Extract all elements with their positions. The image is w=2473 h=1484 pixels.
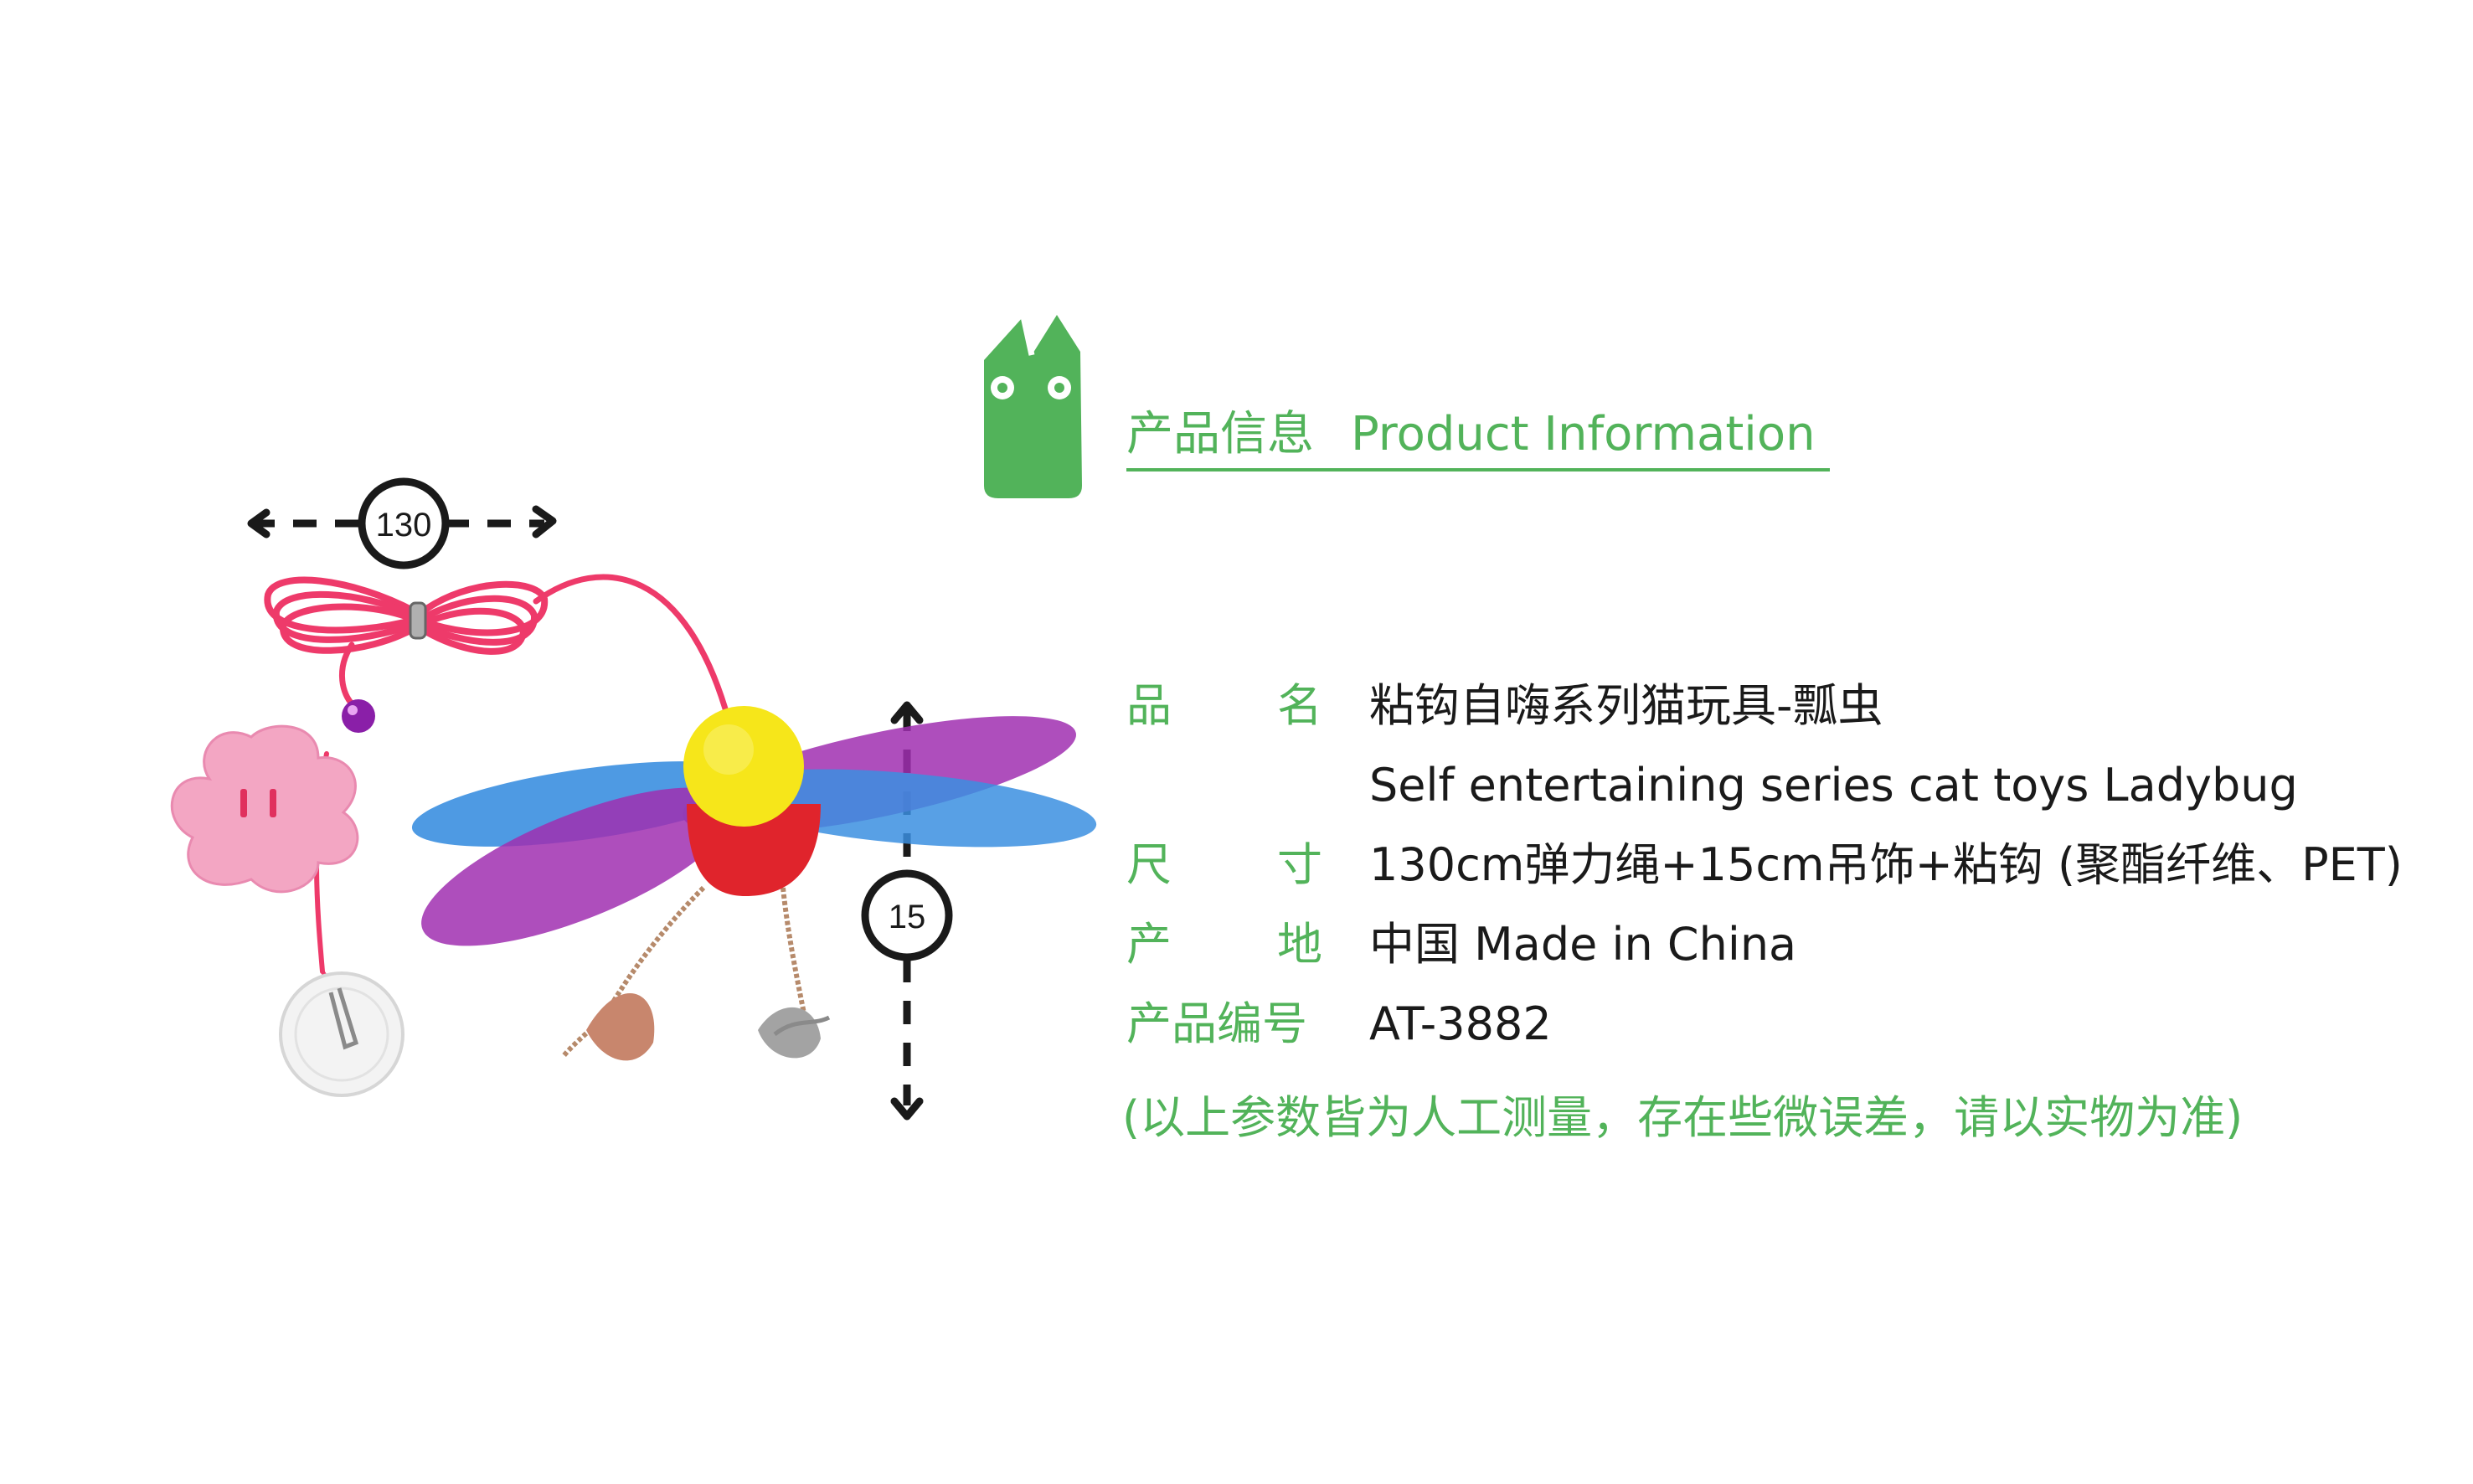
origin-value: 中国 Made in China [1369, 918, 1797, 971]
section-title-cn: 产品信息 [1126, 407, 1314, 461]
product-code-row: 产品编号 AT-3882 [1126, 991, 1552, 1058]
section-title: 产品信息 Product Information [1126, 404, 1830, 471]
height-dimension-marker: 15 [861, 701, 953, 1121]
length-dimension-label: 130 [376, 507, 432, 544]
section-title-en: Product Information [1351, 407, 1816, 461]
length-dimension-marker: 130 [247, 477, 557, 569]
ladybug-toy [411, 706, 1097, 1061]
cord-clip [409, 601, 427, 640]
height-dimension-label: 15 [889, 899, 926, 935]
product-code-label: 产品编号 [1126, 997, 1307, 1050]
product-name-label: 品名 [1126, 679, 1322, 732]
suction-cup [279, 971, 404, 1097]
size-value: 130cm弹力绳+15cm吊饰+粘钩 (聚酯纤维、PET) [1369, 838, 2403, 891]
measurement-note: (以上参数皆为人工测量，存在些微误差，请以实物为准) [1122, 1091, 2244, 1144]
product-name-cn: 粘钩自嗨系列猫玩具-瓢虫 [1369, 679, 1883, 732]
product-name-en: Self entertaining series cat toys Ladybu… [1369, 759, 2298, 812]
bell-icon [342, 699, 375, 733]
size-label: 尺寸 [1126, 838, 1322, 891]
pink-felt-tag [170, 724, 359, 894]
product-code-value: AT-3882 [1369, 997, 1552, 1050]
product-name-row: 品名粘钩自嗨系列猫玩具-瓢虫 [1126, 672, 1883, 739]
green-cat-logo-icon [984, 315, 1082, 498]
product-name-en-row: Self entertaining series cat toys Ladybu… [1126, 752, 2298, 819]
origin-row: 产地中国 Made in China [1126, 911, 1796, 978]
size-row: 尺寸 130cm弹力绳+15cm吊饰+粘钩 (聚酯纤维、PET) [1126, 832, 2403, 899]
origin-label: 产地 [1126, 918, 1322, 971]
